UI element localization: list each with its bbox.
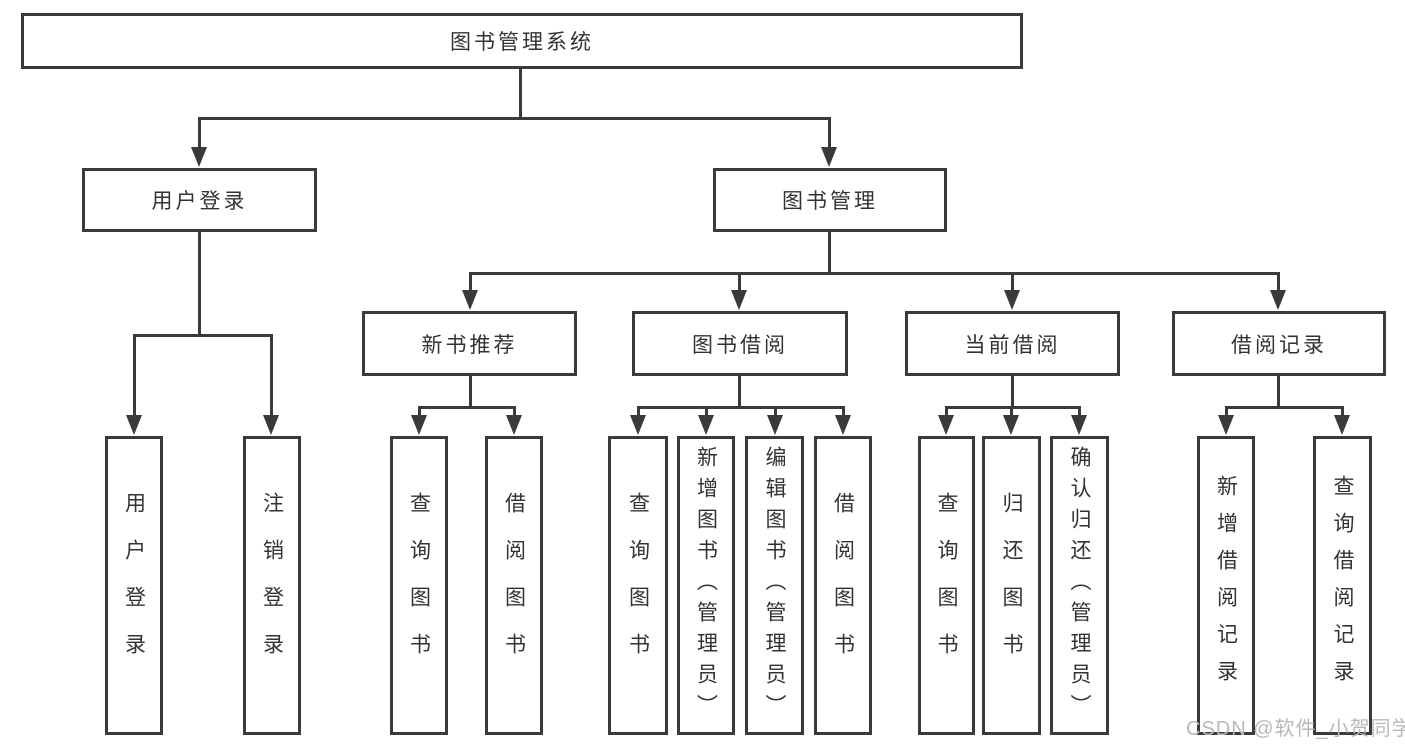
edge-line <box>945 406 948 418</box>
leaf-logout: 注销登录 <box>243 436 301 735</box>
node-current-borrow: 当前借阅 <box>905 311 1120 376</box>
edge-line <box>705 406 708 418</box>
leaf-query-borrow-record: 查询借阅记录 <box>1313 436 1372 735</box>
node-new-book-recommend-label: 新书推荐 <box>421 333 518 357</box>
edge-line <box>1277 376 1280 409</box>
leaf-user-login: 用户登录 <box>105 436 163 735</box>
edge-line <box>1341 406 1344 418</box>
edge-line <box>198 117 201 148</box>
edge-line <box>828 117 831 148</box>
edge-line <box>469 272 1280 275</box>
node-user-login: 用户登录 <box>82 168 317 232</box>
edge-line <box>270 334 273 416</box>
edge-line <box>774 406 777 418</box>
leaf-query-books-3-label: 查询图书 <box>935 491 958 680</box>
edge-line <box>1277 272 1280 292</box>
arrow-down-icon <box>1004 290 1020 310</box>
edge-line <box>1225 406 1343 409</box>
leaf-logout-label: 注销登录 <box>260 491 284 680</box>
node-book-borrow-label: 图书借阅 <box>692 333 788 357</box>
edge-line <box>738 272 741 292</box>
csdn-watermark: CSDN @软件_小贺同学 <box>1186 718 1405 740</box>
arrow-down-icon <box>821 147 837 167</box>
leaf-query-borrow-record-label: 查询借阅记录 <box>1331 474 1354 697</box>
node-root-label: 图书管理系统 <box>450 31 594 54</box>
leaf-borrow-books-2-label: 借阅图书 <box>831 491 855 680</box>
edge-line <box>637 406 844 409</box>
node-borrow-record: 借阅记录 <box>1172 311 1386 376</box>
node-book-mgmt: 图书管理 <box>713 168 947 232</box>
leaf-add-borrow-record: 新增借阅记录 <box>1197 436 1255 735</box>
edge-line <box>133 334 136 416</box>
edge-line <box>418 406 516 409</box>
arrow-down-icon <box>1218 415 1234 435</box>
arrow-down-icon <box>630 415 646 435</box>
leaf-borrow-books-2: 借阅图书 <box>814 436 872 735</box>
leaf-query-books-2-label: 查询图书 <box>626 491 650 680</box>
node-user-login-label: 用户登录 <box>151 190 248 213</box>
node-root: 图书管理系统 <box>21 13 1023 69</box>
arrow-down-icon <box>731 290 747 310</box>
edge-line <box>469 272 472 292</box>
leaf-user-login-label: 用户登录 <box>122 491 146 680</box>
edge-line <box>418 406 421 418</box>
edge-line <box>134 334 273 337</box>
arrow-down-icon <box>263 415 279 435</box>
leaf-query-books-2: 查询图书 <box>608 436 668 735</box>
edge-line <box>469 376 472 409</box>
node-borrow-record-label: 借阅记录 <box>1231 333 1327 357</box>
leaf-query-books-1: 查询图书 <box>390 436 448 735</box>
arrow-down-icon <box>462 290 478 310</box>
leaf-borrow-books-1-label: 借阅图书 <box>502 491 526 680</box>
leaf-borrow-books-1: 借阅图书 <box>485 436 543 735</box>
edge-line <box>738 376 741 409</box>
edge-line <box>842 406 845 418</box>
arrow-down-icon <box>767 415 783 435</box>
node-book-mgmt-label: 图书管理 <box>782 190 878 213</box>
node-book-borrow: 图书借阅 <box>632 311 848 376</box>
arrow-down-icon <box>1003 415 1019 435</box>
edge-line <box>637 406 640 418</box>
arrow-down-icon <box>126 415 142 435</box>
leaf-confirm-return-admin: 确认归还（管理员） <box>1050 436 1109 735</box>
leaf-add-book-admin: 新增图书（管理员） <box>677 436 735 735</box>
arrow-down-icon <box>835 415 851 435</box>
edge-line <box>513 406 516 418</box>
leaf-add-book-admin-label: 新增图书（管理员） <box>694 446 718 725</box>
edge-line <box>198 232 201 336</box>
edge-line <box>1011 272 1014 292</box>
edge-line <box>519 69 522 118</box>
edge-line <box>199 117 831 120</box>
node-new-book-recommend: 新书推荐 <box>362 311 577 376</box>
edge-line <box>1078 406 1081 418</box>
leaf-edit-book-admin-label: 编辑图书（管理员） <box>763 446 786 725</box>
leaf-edit-book-admin: 编辑图书（管理员） <box>745 436 804 735</box>
edge-line <box>1225 406 1228 418</box>
arrow-down-icon <box>1334 415 1350 435</box>
edge-line <box>1010 406 1013 418</box>
leaf-return-book: 归还图书 <box>982 436 1041 735</box>
arrow-down-icon <box>1071 415 1087 435</box>
leaf-query-books-3: 查询图书 <box>918 436 975 735</box>
leaf-return-book-label: 归还图书 <box>1000 491 1023 680</box>
arrow-down-icon <box>191 147 207 167</box>
leaf-query-books-1-label: 查询图书 <box>407 491 431 680</box>
arrow-down-icon <box>698 415 714 435</box>
arrow-down-icon <box>938 415 954 435</box>
leaf-confirm-return-admin-label: 确认归还（管理员） <box>1068 446 1091 725</box>
arrow-down-icon <box>506 415 522 435</box>
leaf-add-borrow-record-label: 新增借阅记录 <box>1214 474 1238 697</box>
arrow-down-icon <box>1270 290 1286 310</box>
arrow-down-icon <box>411 415 427 435</box>
edge-line <box>828 232 831 274</box>
edge-line <box>1011 376 1014 409</box>
node-current-borrow-label: 当前借阅 <box>964 333 1061 357</box>
